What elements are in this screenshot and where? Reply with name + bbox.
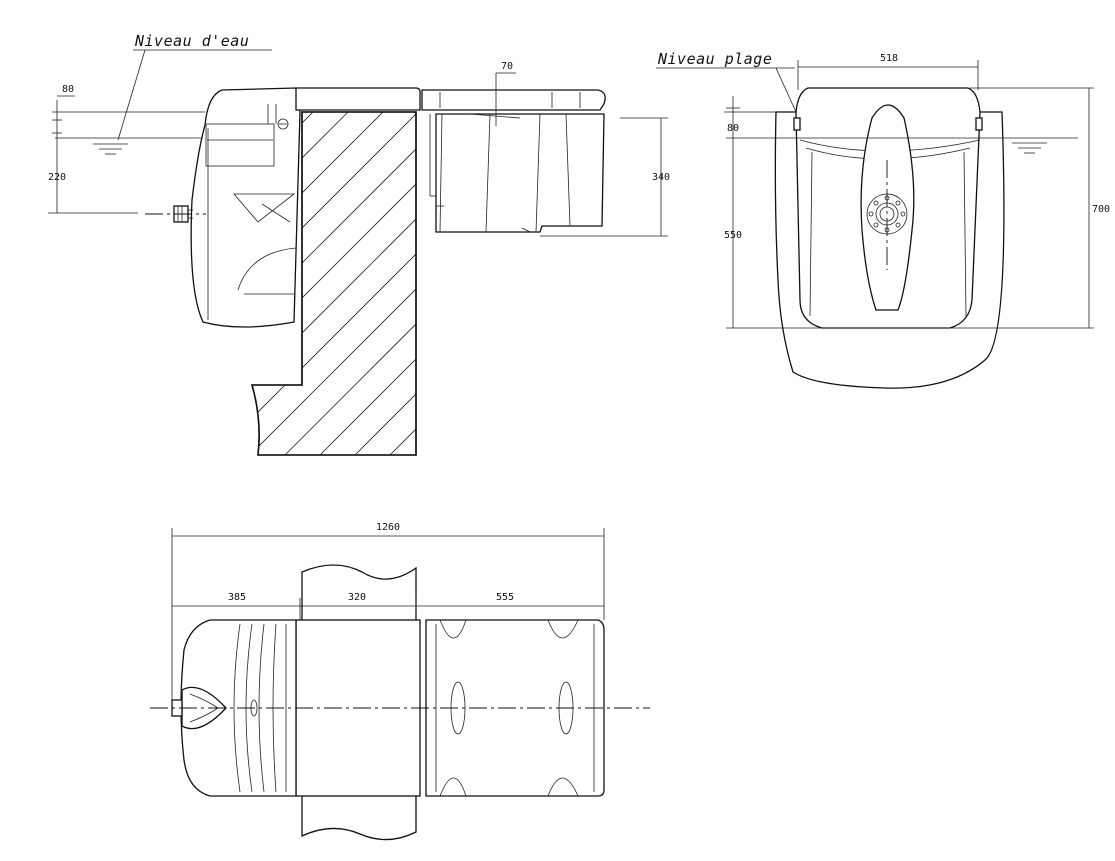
water-level-symbol <box>93 143 128 155</box>
suction-socket <box>860 104 915 311</box>
front-water-level-symbol <box>1012 142 1047 154</box>
beach-level-leader <box>775 67 797 113</box>
side-view: Niveau d'eau 80 220 <box>48 32 670 456</box>
dim-top-555: 555 <box>496 592 514 603</box>
dim-side-220: 220 <box>48 172 66 183</box>
dim-side-70: 70 <box>501 61 513 72</box>
beach-level-label: Niveau plage <box>657 50 772 68</box>
skimmer-flap <box>233 193 296 223</box>
top-view: 1260 385 320 555 <box>150 522 650 841</box>
front-view: Niveau plage <box>656 50 1110 389</box>
dim-front-550: 550 <box>724 230 742 241</box>
dim-side-right <box>540 117 668 237</box>
water-level-leader <box>117 49 146 141</box>
skimmer-screw-icon <box>277 118 289 130</box>
water-level-label: Niveau d'eau <box>134 32 249 50</box>
deck-lid <box>295 87 421 111</box>
dim-front-518: 518 <box>880 53 898 64</box>
dim-side-left <box>48 95 205 214</box>
dim-top-320: 320 <box>348 592 366 603</box>
dim-top-385: 385 <box>228 592 246 603</box>
dim-side-340: 340 <box>652 172 670 183</box>
dim-side-80: 80 <box>62 84 74 95</box>
skimmer-mouth <box>205 123 275 167</box>
dim-top-1260: 1260 <box>376 522 400 533</box>
dim-front-700: 700 <box>1092 204 1110 215</box>
filter-lid <box>421 89 606 111</box>
dim-front-80: 80 <box>727 123 739 134</box>
filter-tank-side <box>435 113 605 233</box>
